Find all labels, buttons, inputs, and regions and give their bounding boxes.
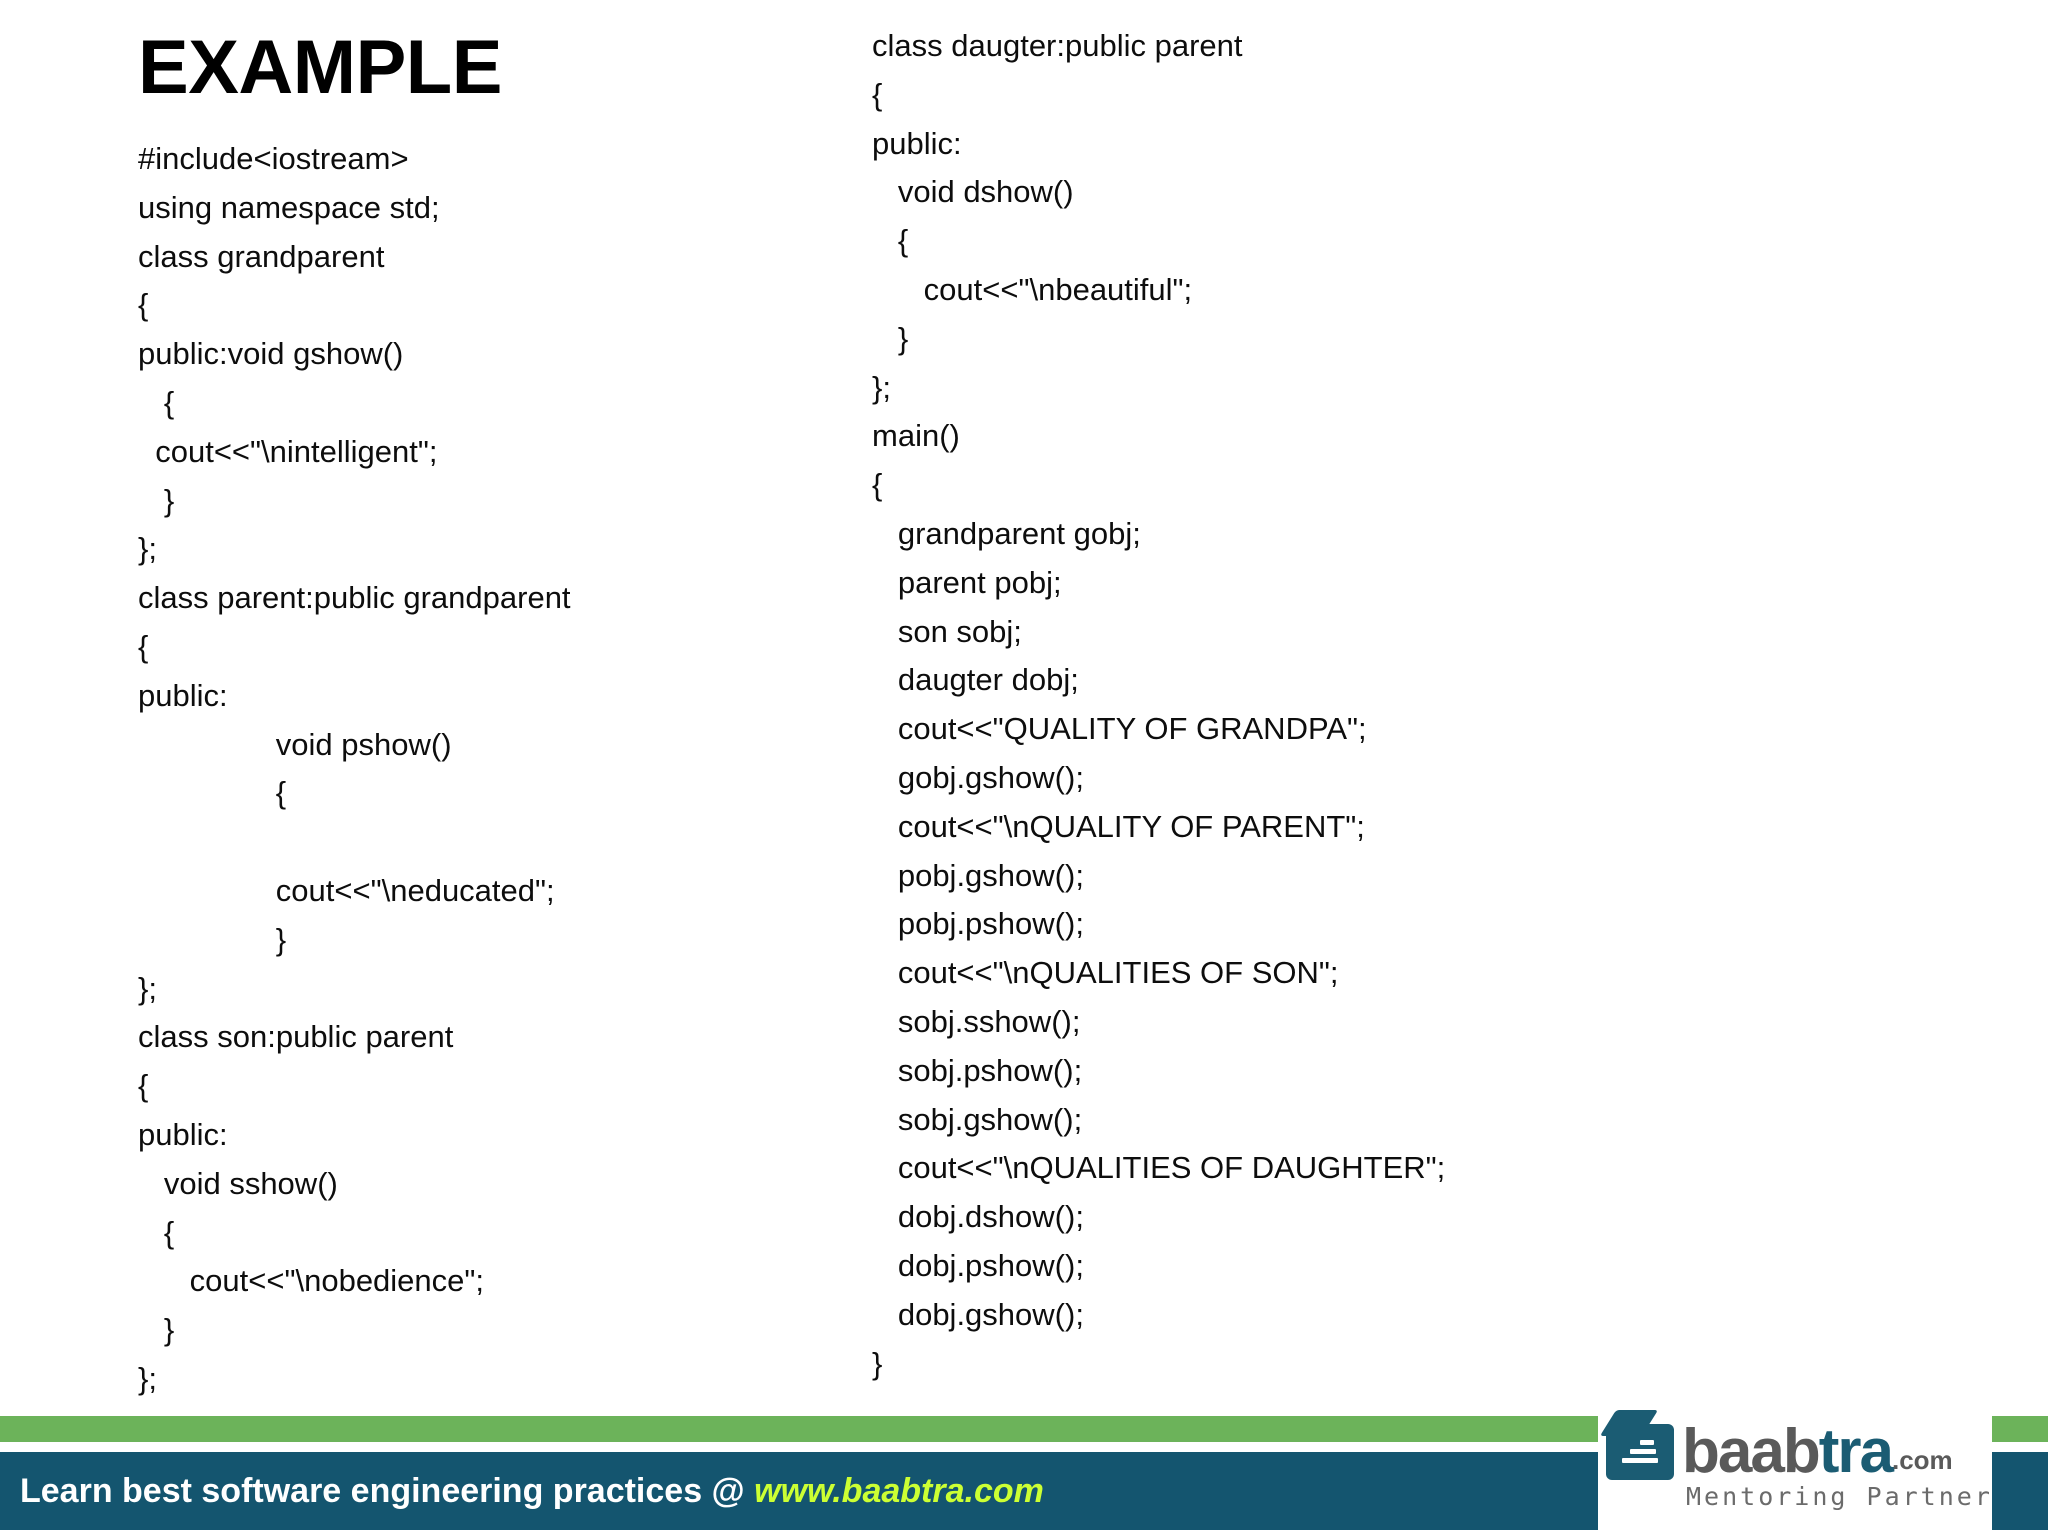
code-line: {: [138, 775, 287, 811]
speech-bubble-icon: [1599, 1410, 1678, 1482]
code-line: }: [872, 320, 909, 356]
code-line: cout<<"\nQUALITY OF PARENT";: [872, 808, 1365, 844]
code-line: parent pobj;: [872, 564, 1062, 600]
code-line: [138, 818, 838, 867]
code-line: sobj.pshow();: [872, 1052, 1083, 1088]
code-line: };: [138, 1360, 157, 1396]
code-line: daugter dobj;: [872, 662, 1079, 698]
footer-url-link[interactable]: www.baabtra.com: [754, 1472, 1044, 1510]
code-line: class parent:public grandparent: [138, 580, 571, 616]
code-line: {: [138, 1214, 175, 1250]
code-line: cout<<"\neducated";: [138, 872, 555, 908]
logo-tagline: Mentoring Partner: [1686, 1482, 1993, 1511]
code-line: }: [872, 1345, 883, 1381]
footer-tagline-text: Learn best software engineering practice…: [20, 1472, 755, 1510]
footer-green-bar-right: [1992, 1416, 2048, 1442]
code-line: dobj.gshow();: [872, 1296, 1084, 1332]
code-line: public:void gshow(): [138, 336, 404, 372]
code-line: public:: [138, 1116, 228, 1152]
code-line: public:: [872, 125, 962, 161]
code-line: gobj.gshow();: [872, 759, 1084, 795]
code-line: {: [872, 467, 883, 503]
footer-tagline: Learn best software engineering practice…: [20, 1452, 1044, 1530]
code-line: {: [138, 287, 149, 323]
logo-dotcom: .com: [1891, 1445, 1953, 1475]
code-line: using namespace std;: [138, 189, 440, 225]
code-line: cout<<"QUALITY OF GRANDPA";: [872, 711, 1367, 747]
slide-footer: Learn best software engineering practice…: [0, 1406, 2048, 1536]
code-line: sobj.gshow();: [872, 1101, 1083, 1137]
code-line: class son:public parent: [138, 1019, 454, 1055]
code-line: cout<<"\nintelligent";: [138, 433, 438, 469]
code-line: }: [138, 921, 287, 957]
code-line: son sobj;: [872, 613, 1022, 649]
code-block-right: class daugter:public parent { public: void…: [872, 22, 1772, 1388]
logo-word-part1: baab: [1682, 1417, 1821, 1487]
code-line: public:: [138, 677, 228, 713]
footer-dark-bar-right: [1992, 1452, 2048, 1530]
code-line: pobj.pshow();: [872, 906, 1084, 942]
code-line: class grandparent: [138, 238, 385, 274]
page-title: EXAMPLE: [138, 25, 502, 110]
logo-wordmark-row: baabtra .com: [1599, 1410, 1953, 1483]
code-line: }: [138, 482, 175, 518]
code-line: {: [872, 76, 883, 112]
code-line: cout<<"\nQUALITIES OF SON";: [872, 955, 1339, 991]
code-line: };: [138, 531, 157, 567]
code-line: {: [138, 384, 175, 420]
code-line: dobj.dshow();: [872, 1199, 1084, 1235]
code-line: #include<iostream>: [138, 141, 409, 176]
code-line: pobj.gshow();: [872, 857, 1084, 893]
baabtra-logo: baabtra .com Mentoring Partner: [1599, 1404, 1993, 1524]
code-line: {: [872, 223, 909, 259]
logo-word-part2: tra: [1818, 1417, 1894, 1487]
code-line: void sshow(): [138, 1165, 338, 1201]
code-line: }: [138, 1312, 175, 1348]
code-line: void pshow(): [138, 726, 452, 762]
code-line: class daugter:public parent: [872, 28, 1243, 63]
footer-green-bar: [0, 1416, 1598, 1442]
code-line: void dshow(): [872, 174, 1074, 210]
code-line: grandparent gobj;: [872, 515, 1141, 551]
code-block-left: #include<iostream> using namespace std; cl…: [138, 135, 838, 1404]
code-line: };: [872, 369, 891, 405]
footer-dark-bar: [0, 1452, 1598, 1530]
code-line: main(): [872, 418, 960, 454]
code-line: cout<<"\nobedience";: [138, 1263, 485, 1299]
code-line: dobj.pshow();: [872, 1247, 1084, 1283]
code-line: {: [138, 628, 149, 664]
code-line: cout<<"\nbeautiful";: [872, 271, 1193, 307]
logo-wordmark: baabtra: [1682, 1421, 1894, 1483]
code-line: };: [138, 970, 157, 1006]
code-line: sobj.sshow();: [872, 1003, 1081, 1039]
code-line: {: [138, 1068, 149, 1104]
code-line: cout<<"\nQUALITIES OF DAUGHTER";: [872, 1150, 1446, 1186]
